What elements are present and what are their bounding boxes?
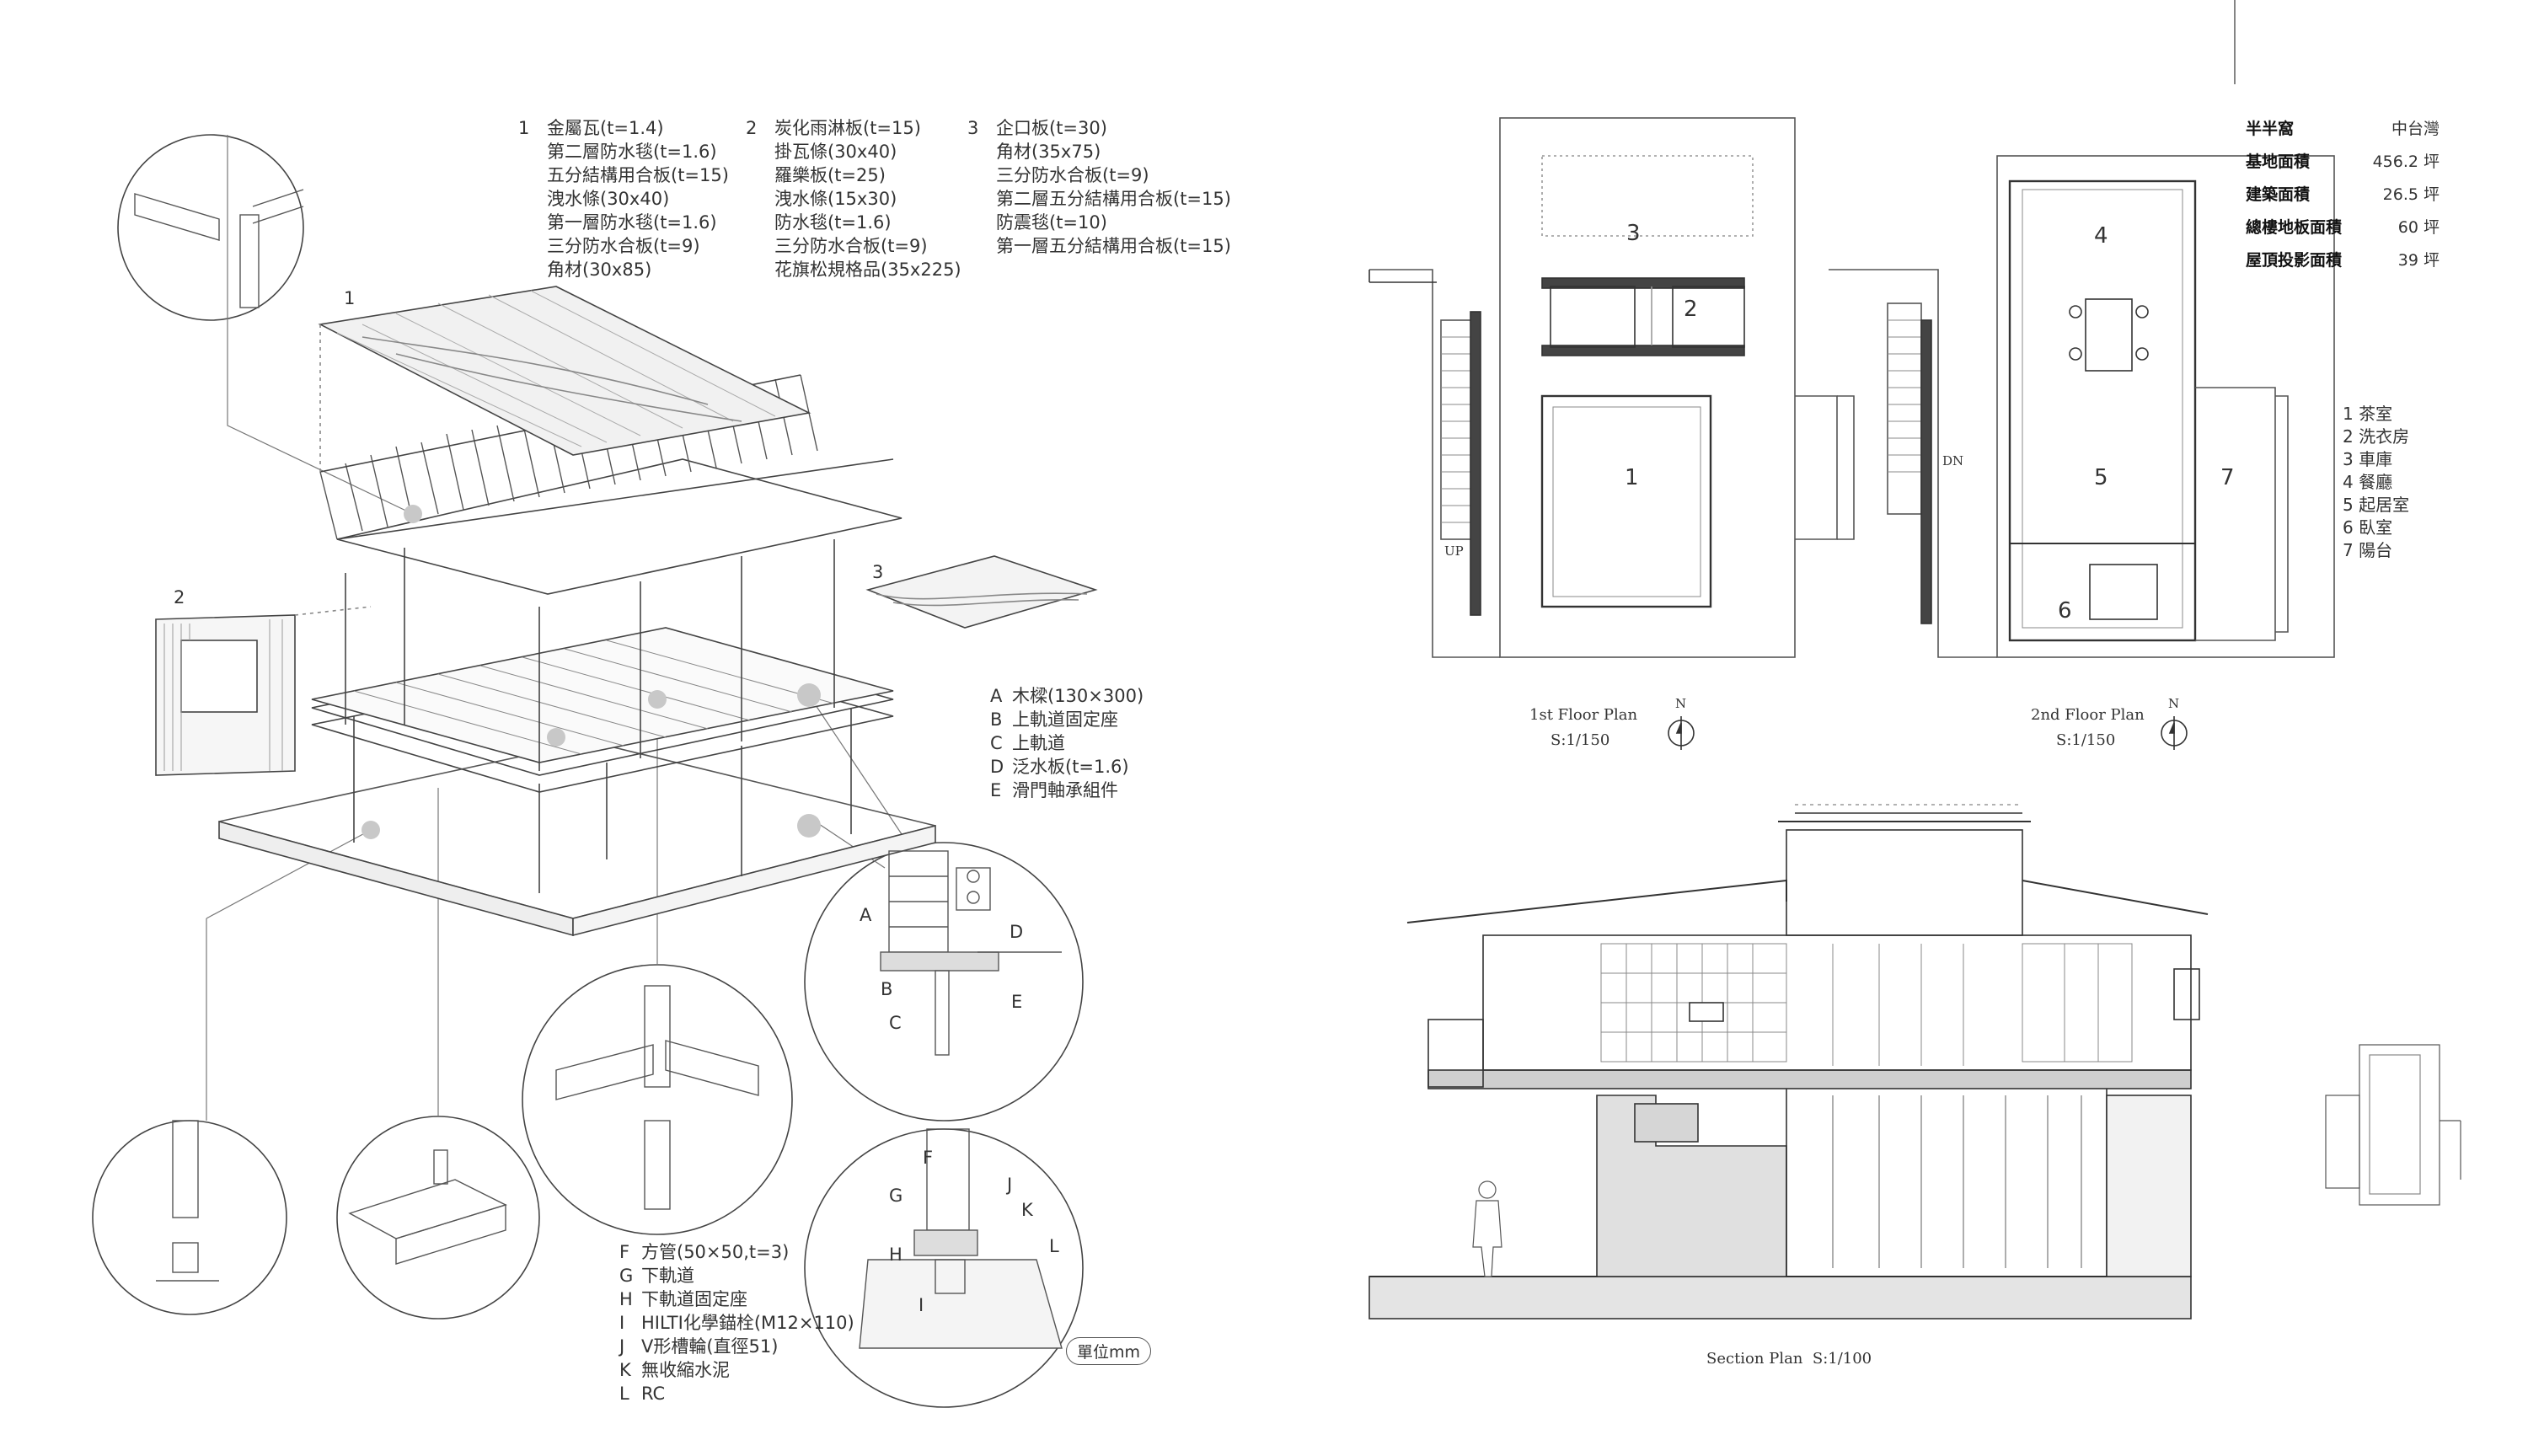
material-item: 花旗松規格品(35x225) [774,260,961,280]
material-item: 三分防水合板(t=9) [996,165,1149,185]
material-item: 五分結構用合板(t=15) [547,165,729,185]
material-item: 防震毯(t=10) [996,212,1107,233]
material-item: 掛瓦條(30x40) [774,142,897,162]
material-item: 炭化雨淋板(t=15) [774,118,921,138]
room-number: 3 [1626,221,1641,246]
material-item: 金屬瓦(t=1.4) [547,118,664,138]
material-item: 防水毯(t=1.6) [774,212,892,233]
room-legend-item: 7 陽台 [2343,540,2393,560]
material-item: 企口板(t=30) [996,118,1107,138]
plan2-title: 2nd Floor Plan [2031,706,2145,724]
detail-letter: I [919,1295,924,1315]
plan1-title: 1st Floor Plan [1529,706,1638,724]
axon-label-floor: 3 [872,562,884,582]
detail-letter: E [1011,992,1023,1012]
material-item: 第二層防水毯(t=1.6) [547,142,717,162]
material-item: 角材(35x75) [996,142,1101,162]
material-item: 洩水條(15x30) [774,189,897,209]
material-item: 三分防水合板(t=9) [774,236,928,256]
material-item: 羅樂板(t=25) [774,165,886,185]
axon-label-wall: 2 [174,587,185,608]
material-item: 三分防水合板(t=9) [547,236,700,256]
room-legend-item: 2 洗衣房 [2343,426,2410,447]
unit-badge: 單位mm [1066,1337,1152,1365]
room-number: 1 [1625,465,1639,490]
detail-letter: B [881,979,893,999]
room-number: 5 [2094,465,2108,490]
north-label: N [1675,696,1687,711]
room-legend-item: 5 起居室 [2343,495,2410,515]
material-item: 第二層五分結構用合板(t=15) [996,189,1231,209]
room-number: 6 [2058,598,2072,624]
room-legend-item: 6 臥室 [2343,517,2393,538]
detail-letter: H [889,1245,902,1265]
section-title: Section Plan S:1/100 [1706,1350,1872,1368]
detail-letter: D [1010,922,1024,942]
section-drawing [1368,804,2209,1320]
first-floor-plan [1368,117,1855,750]
room-legend-item: 1 茶室 [2343,404,2393,424]
plan2-scale: S:1/150 [2056,731,2116,749]
detail-letter: C [889,1013,902,1033]
room-number: 2 [1684,297,1698,322]
stair-up-label: UP [1444,543,1464,559]
detail-letter: L [1049,1236,1059,1256]
room-legend: 1 茶室 2 洗衣房 3 車庫 4 餐廳 5 起居室 6 臥室 7 陽台 [2343,403,2409,562]
room-number: 4 [2094,223,2108,249]
plan1-scale: S:1/150 [1551,731,1610,749]
detail-letter: A [860,905,872,925]
room-legend-item: 4 餐廳 [2343,472,2393,492]
stair-down-label: DN [1942,453,1964,468]
material-item: 第一層防水毯(t=1.6) [547,212,717,233]
info-row: 半半窩中台灣 [2246,120,2440,138]
room-legend-item: 3 車庫 [2343,449,2393,469]
detail-letter: G [889,1186,903,1206]
material-item: 洩水條(30x40) [547,189,670,209]
axon-label-roof: 1 [344,288,356,308]
detail-letter: J [1007,1175,1013,1195]
material-item: 角材(30x85) [547,260,652,280]
second-floor-plan [1829,155,2335,750]
material-item: 第一層五分結構用合板(t=15) [996,236,1231,256]
key-plan [2325,1044,2461,1206]
axonometric-drawing [92,134,1098,1408]
detail-letter: K [1021,1200,1033,1220]
room-number: 7 [2220,465,2235,490]
north-label: N [2168,696,2180,711]
detail-letter: F [923,1148,934,1168]
